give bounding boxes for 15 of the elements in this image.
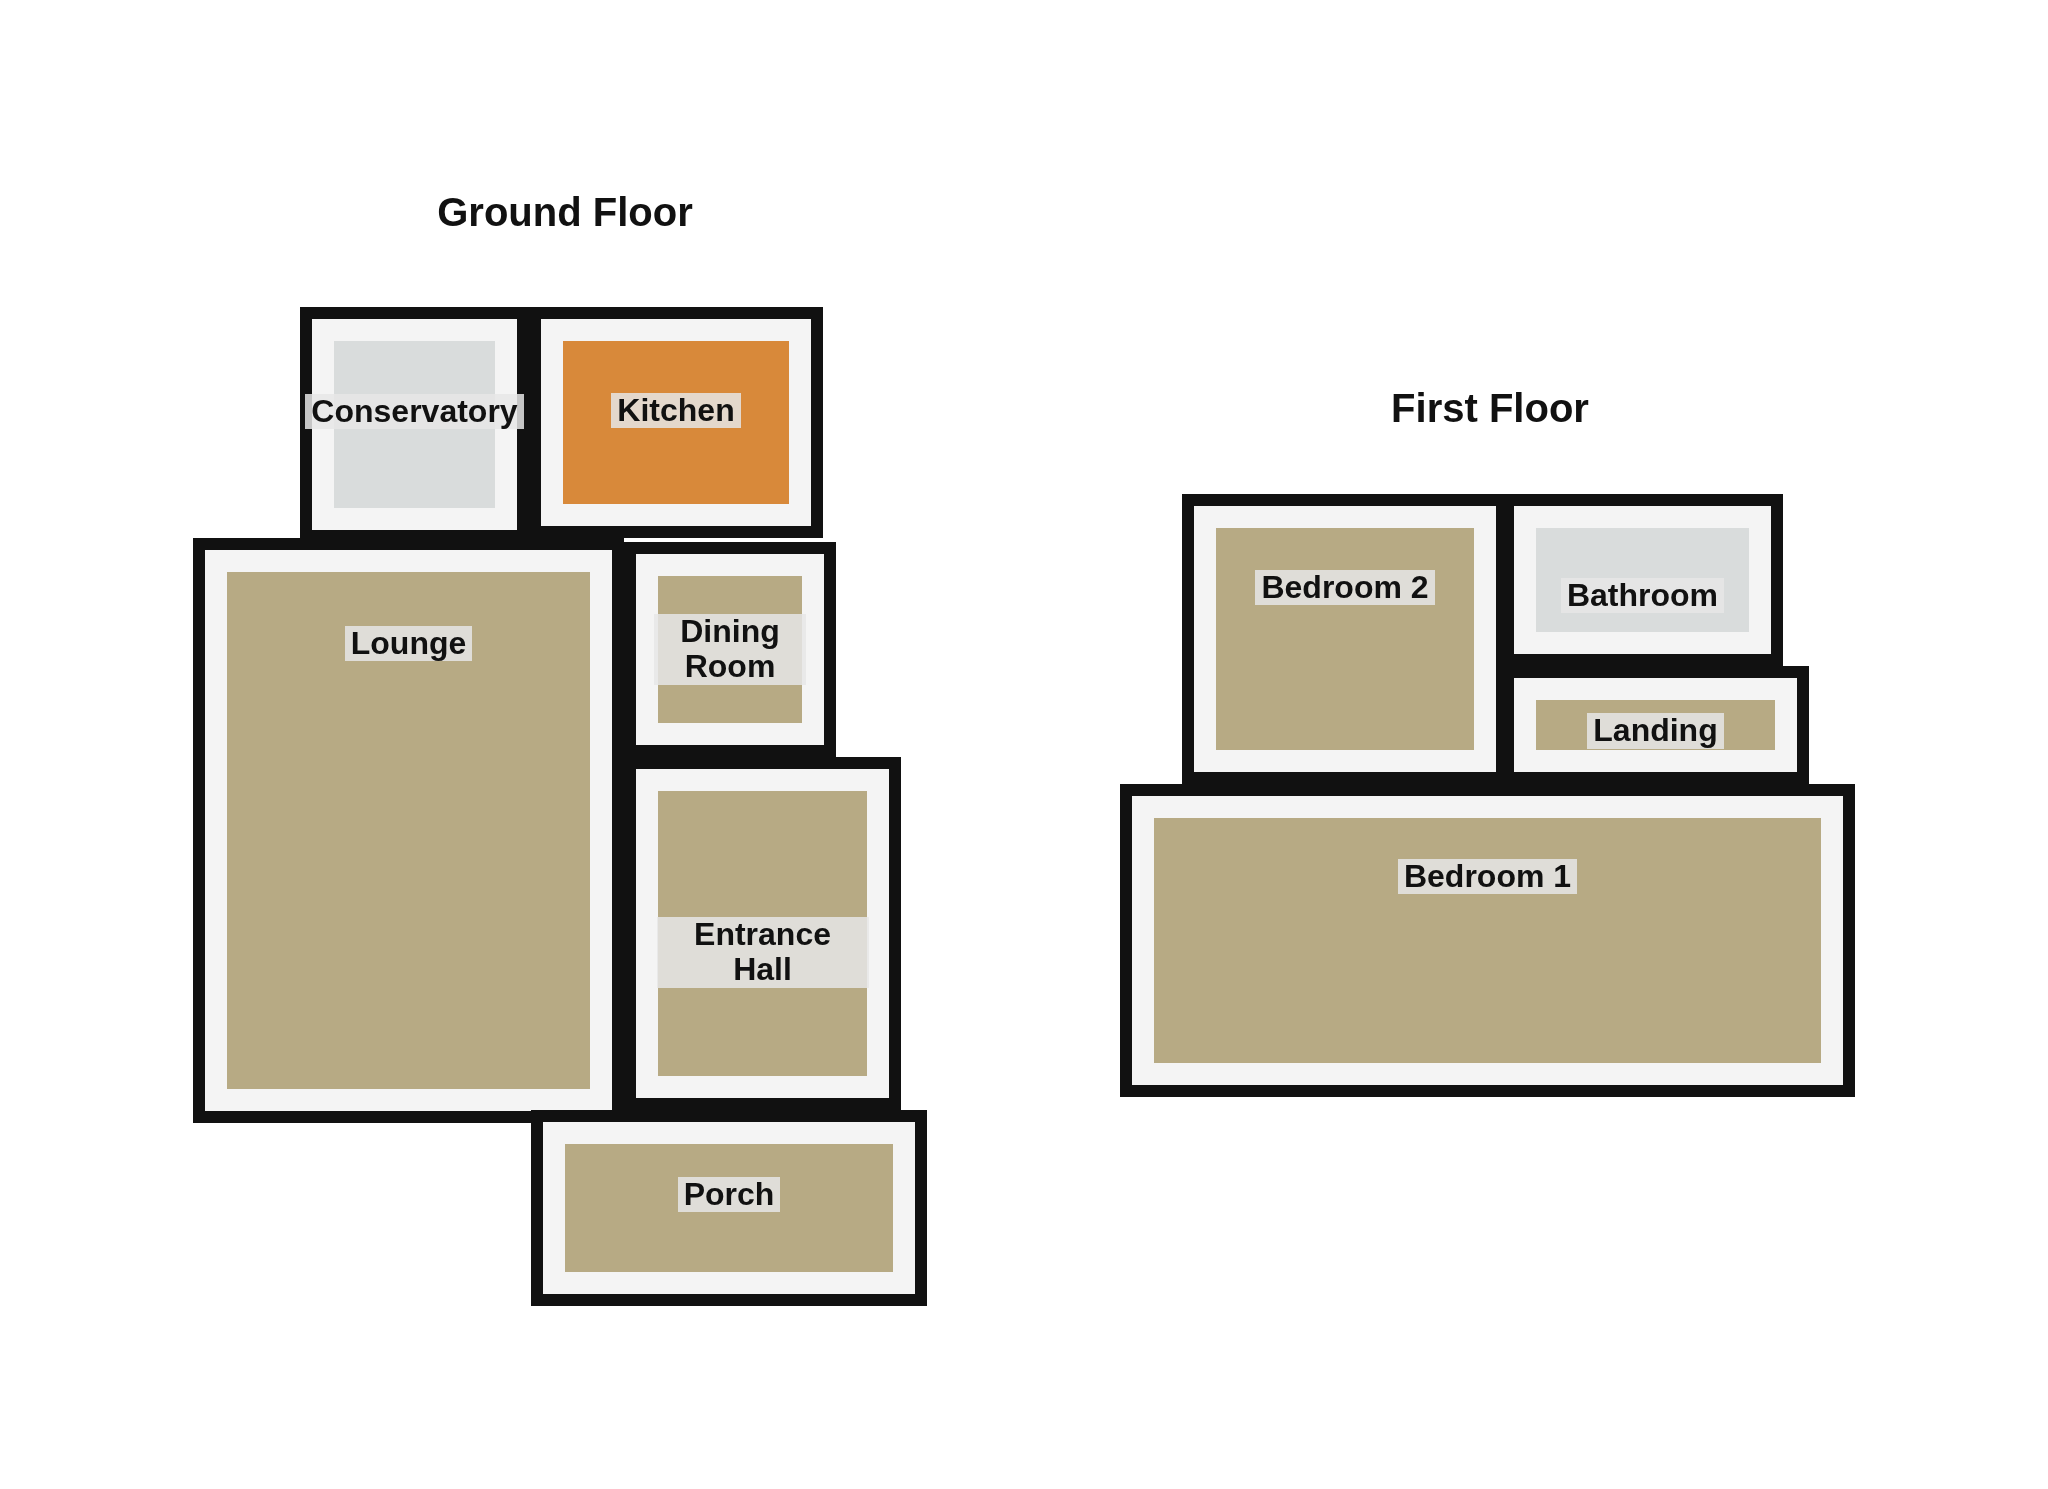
room-label: Dining Room bbox=[654, 614, 806, 685]
room-label: Landing bbox=[1587, 713, 1724, 749]
room-label: Conservatory bbox=[305, 394, 524, 430]
room bbox=[529, 307, 823, 538]
floor-heading: First Floor bbox=[1390, 386, 1590, 431]
room-label: Bathroom bbox=[1560, 578, 1725, 614]
room bbox=[1120, 784, 1855, 1097]
room-label: Kitchen bbox=[611, 392, 741, 429]
room-label: Bedroom 1 bbox=[1397, 858, 1578, 894]
floor-heading: Ground Floor bbox=[436, 190, 694, 235]
room-label: Entrance Hall bbox=[656, 917, 869, 988]
room-label: Bedroom 2 bbox=[1255, 569, 1435, 605]
room bbox=[531, 1110, 927, 1306]
room-label: Lounge bbox=[344, 626, 473, 662]
room-label: Porch bbox=[677, 1176, 781, 1213]
